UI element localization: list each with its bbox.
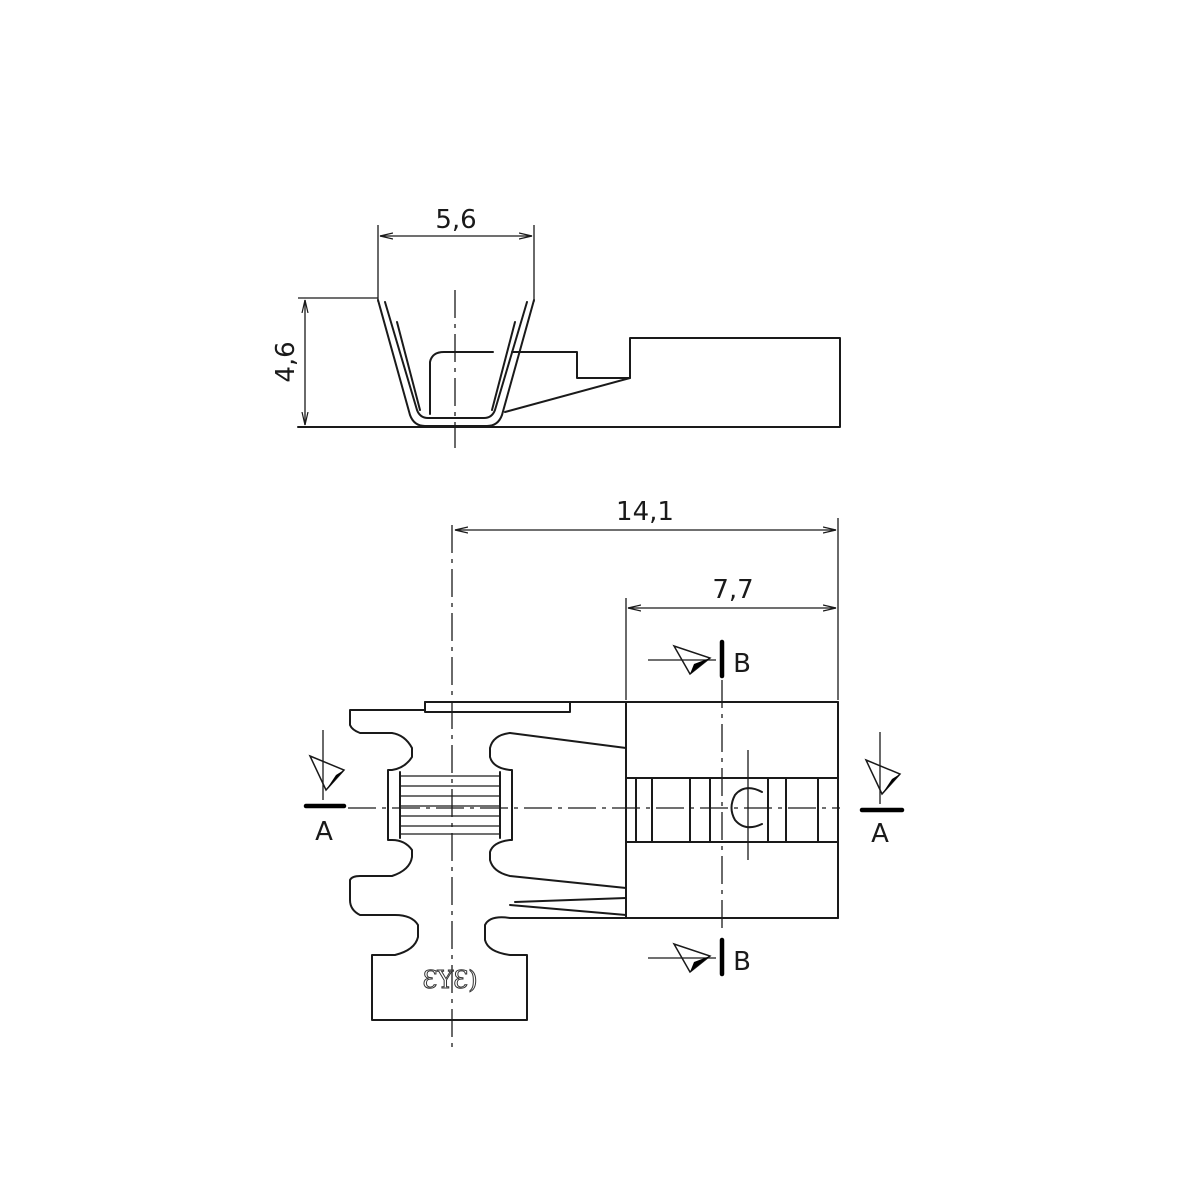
section-marker-a-left: A bbox=[303, 730, 347, 847]
crimp-lip-left bbox=[396, 321, 421, 411]
section-marker-b-bottom: B bbox=[648, 937, 751, 977]
plan-view: 14,1 7,7 bbox=[348, 497, 840, 1050]
dim-height-label: 4,6 bbox=[271, 341, 301, 382]
dim-width-label: 5,6 bbox=[435, 205, 476, 235]
crimp-right-wing bbox=[489, 732, 627, 889]
contact-body-top bbox=[625, 701, 839, 779]
section-label-b-bottom: B bbox=[733, 947, 751, 977]
crimp-inner bbox=[384, 301, 528, 419]
crimp-plan-outline bbox=[349, 701, 839, 1021]
crimp-serrations bbox=[399, 771, 501, 839]
crimp-outer bbox=[377, 299, 535, 427]
section-label-b-top: B bbox=[733, 649, 751, 679]
wire-core bbox=[429, 351, 494, 415]
dim-length-label: 14,1 bbox=[616, 497, 674, 527]
section-label-a-left: A bbox=[315, 817, 333, 847]
section-marker-a-right: A bbox=[859, 732, 905, 849]
contact-body-bottom bbox=[625, 841, 839, 919]
manufacturer-logo: ƐYƐ) bbox=[422, 966, 477, 994]
section-label-a-right: A bbox=[871, 819, 889, 849]
dim-contact-label: 7,7 bbox=[712, 575, 753, 605]
spring-contact bbox=[635, 777, 819, 843]
crimp-lip-right bbox=[491, 321, 516, 411]
body-profile bbox=[297, 337, 841, 428]
section-marker-b-top: B bbox=[648, 639, 751, 679]
side-profile-view: 5,6 4,6 bbox=[271, 205, 841, 448]
